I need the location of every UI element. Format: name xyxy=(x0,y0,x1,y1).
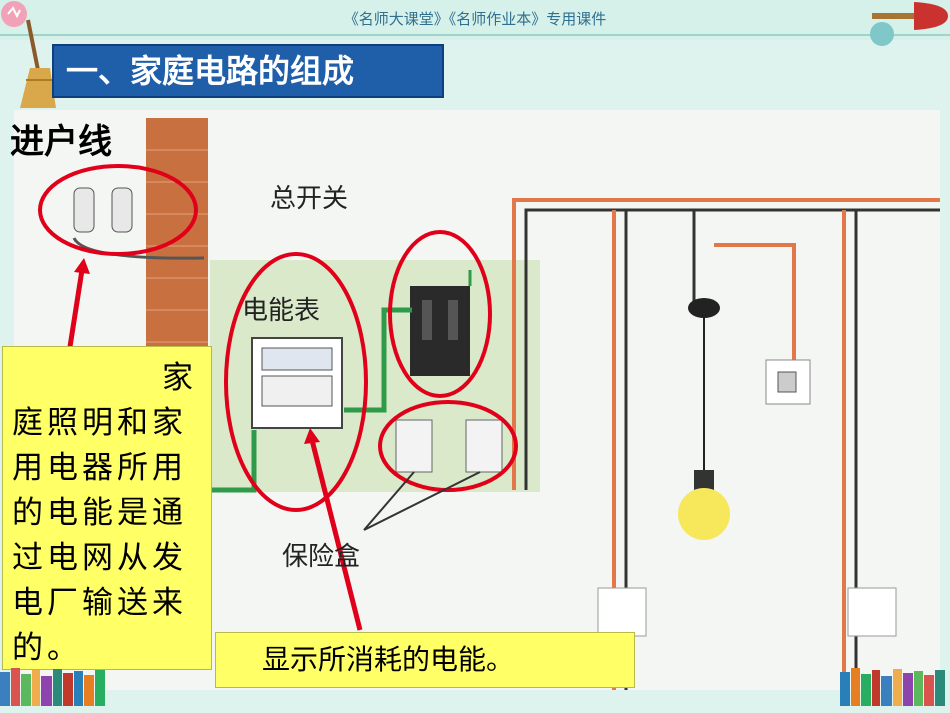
header-text: 《名师大课堂》《名师作业本》专用课件 xyxy=(343,10,607,28)
plunger-icon xyxy=(870,2,948,46)
broom-icon xyxy=(1,1,56,108)
books-right-icon xyxy=(840,668,945,706)
main-switch-label: 总开关 xyxy=(270,184,349,214)
incoming-line-label: 进户线 xyxy=(10,122,112,162)
section-title: 一、家庭电路的组成 xyxy=(52,44,444,98)
books-left-icon xyxy=(0,668,105,706)
caption-box: 显示所消耗的电能。 xyxy=(215,632,635,688)
note-box xyxy=(2,346,212,670)
top-strip xyxy=(0,0,950,40)
note-text: 家庭照明和家用电器所用的电能是通过电网从发电厂输送来的。 xyxy=(12,360,197,666)
fuse-box-label: 保险盒 xyxy=(282,542,361,572)
meter-label: 电能表 xyxy=(242,296,321,326)
header-divider xyxy=(0,34,950,36)
